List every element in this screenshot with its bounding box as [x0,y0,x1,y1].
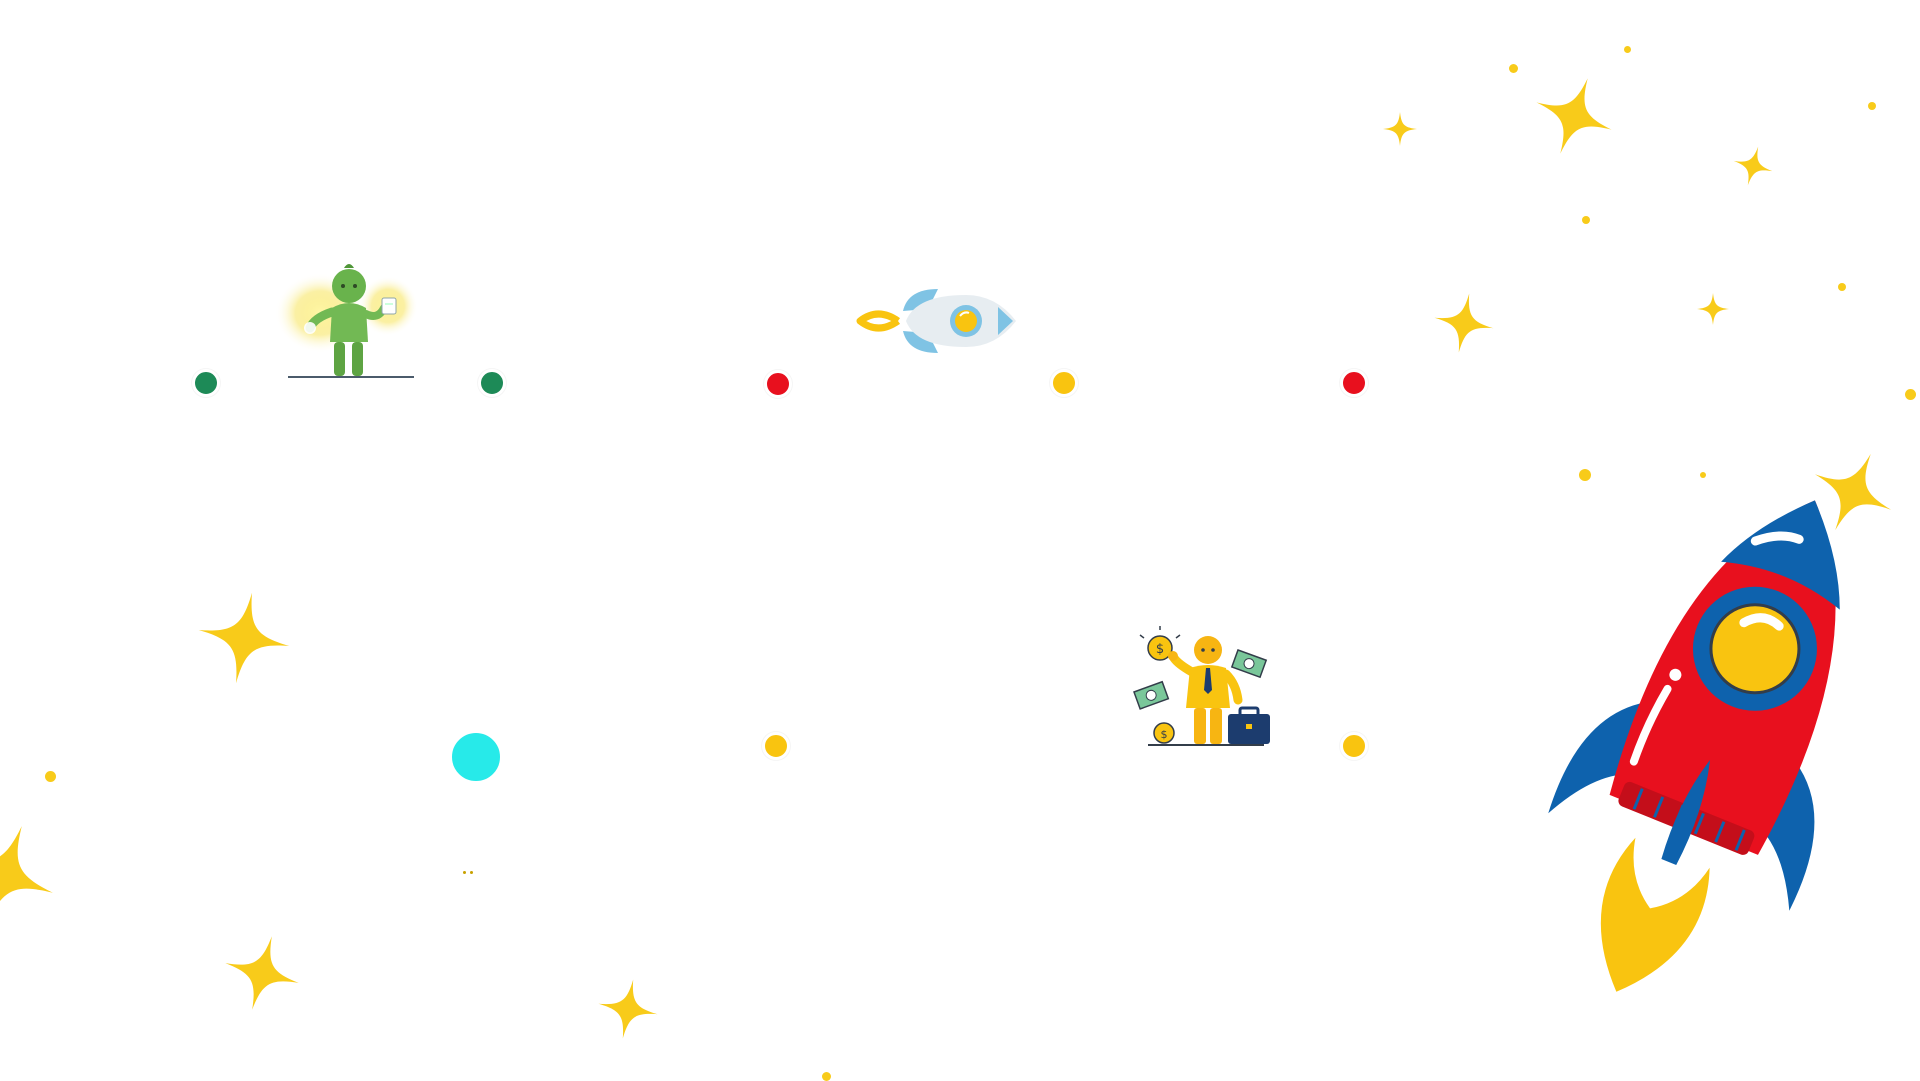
sparkle-star-icon [593,974,663,1044]
speck [1579,469,1591,481]
milestone-dot-green [478,369,506,397]
speck [1905,389,1916,400]
sparkle-star-icon [190,584,298,692]
speck [822,1072,831,1081]
speck [45,771,56,782]
person-with-light-icon [275,264,418,378]
milestone-dot-yellow [1050,369,1078,397]
sparkle-star-icon [1429,288,1499,358]
sparkle-star-icon [1728,141,1778,191]
milestone-dot-red [1340,369,1368,397]
svg-text:$: $ [1156,642,1164,657]
speck [463,871,466,874]
sparkle-star-icon [1697,293,1729,325]
businessman-icon: $ $ [1133,626,1270,746]
large-red-rocket-icon [1548,500,1840,992]
svg-text:$: $ [1161,728,1168,741]
speck [1624,46,1631,53]
speck [1700,472,1706,478]
sparkle-star-icon [0,808,71,942]
speck [1868,102,1876,110]
speck [470,871,473,874]
sparkle-star-icon [1522,64,1626,168]
speck [1509,64,1518,73]
milestone-dot-red [764,370,792,398]
milestone-dot-yellow [1340,732,1368,760]
sparkle-star-icon [1383,112,1417,146]
milestone-dot-yellow [762,732,790,760]
speck [1838,283,1846,291]
milestone-dot-cyan [449,730,503,784]
milestone-dot-green [192,369,220,397]
speck [1582,216,1590,224]
rocket-icon [856,289,1016,353]
sparkle-star-icon [215,926,309,1020]
